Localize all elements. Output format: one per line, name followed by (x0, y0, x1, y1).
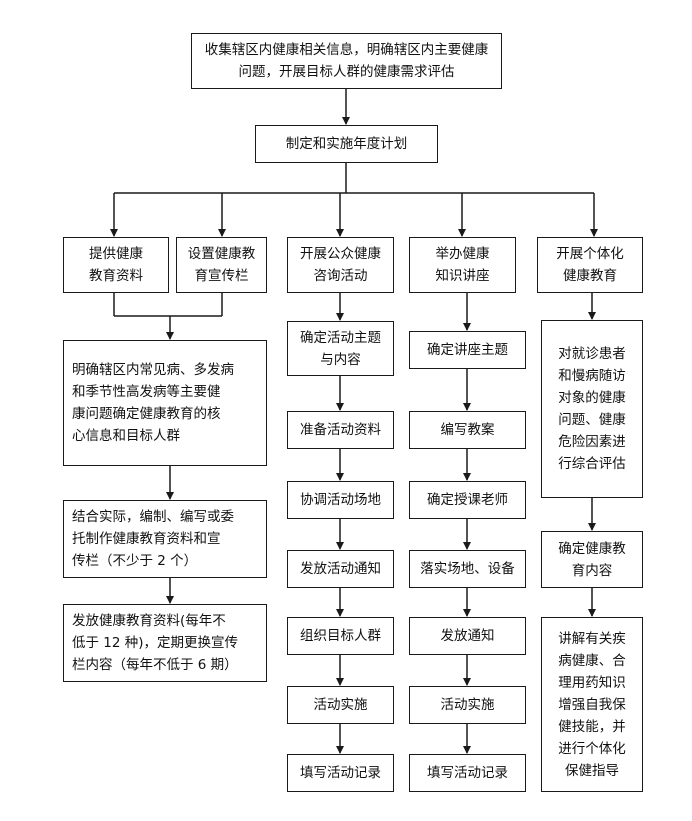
lecture-step-6: 活动实施 (409, 686, 526, 724)
consult-step-6: 活动实施 (287, 686, 394, 724)
lecture-step-2: 编写教案 (409, 411, 526, 449)
consult-step-4: 发放活动通知 (287, 550, 394, 588)
lecture-step-1: 确定讲座主题 (409, 331, 526, 369)
left-step-3: 发放健康教育资料(每年不 低于 12 种)，定期更换宣传 栏内容（每年不低于 6… (63, 604, 267, 682)
branch-individual: 开展个体化 健康教育 (537, 237, 643, 293)
consult-step-3: 协调活动场地 (287, 481, 394, 519)
consult-step-1: 确定活动主题 与内容 (287, 321, 394, 376)
branch-consult: 开展公众健康 咨询活动 (287, 237, 394, 293)
lecture-step-3: 确定授课老师 (409, 481, 526, 519)
left-step-2: 结合实际，编制、编写或委 托制作健康教育资料和宣 传栏（不少于 2 个） (63, 500, 267, 578)
assessment-box: 收集辖区内健康相关信息，明确辖区内主要健康 问题，开展目标人群的健康需求评估 (191, 33, 502, 89)
individual-step-1: 对就诊患者 和慢病随访 对象的健康 问题、健康 危险因素进 行综合评估 (541, 320, 643, 498)
consult-step-2: 准备活动资料 (287, 411, 394, 449)
lecture-step-4: 落实场地、设备 (409, 550, 526, 588)
individual-step-2: 确定健康教 育内容 (541, 531, 643, 588)
lecture-step-5: 发放通知 (409, 617, 526, 655)
branch-board: 设置健康教 育宣传栏 (176, 237, 267, 293)
left-step-1: 明确辖区内常见病、多发病 和季节性高发病等主要健 康问题确定健康教育的核 心信息… (63, 340, 267, 466)
consult-step-7: 填写活动记录 (287, 754, 394, 792)
individual-step-3: 讲解有关疾 病健康、合 理用药知识 增强自我保 健技能，并 进行个体化 保健指导 (541, 617, 643, 792)
annual-plan-box: 制定和实施年度计划 (255, 125, 438, 163)
consult-step-5: 组织目标人群 (287, 617, 394, 655)
branch-lecture: 举办健康 知识讲座 (409, 237, 516, 293)
branch-materials: 提供健康 教育资料 (63, 237, 169, 293)
lecture-step-7: 填写活动记录 (409, 754, 526, 792)
